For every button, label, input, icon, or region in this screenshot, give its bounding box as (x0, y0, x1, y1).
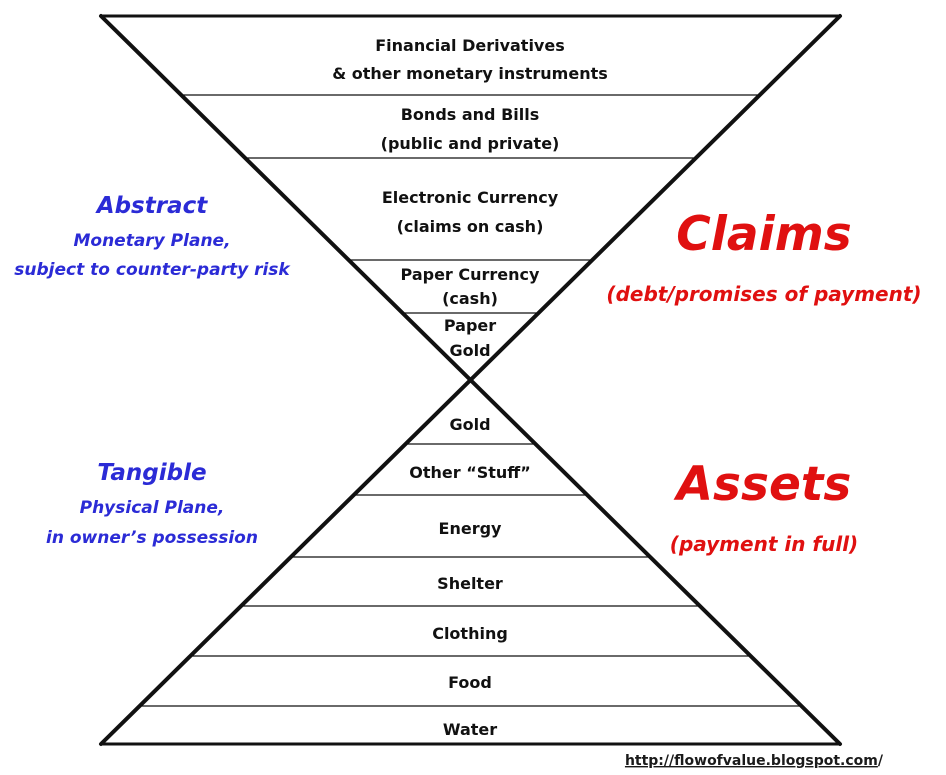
abstract-layer-label: & other monetary instruments (332, 64, 608, 83)
tangible-layer-label: Clothing (432, 624, 508, 643)
assets-annotation: Assets (payment in full) (670, 457, 858, 556)
abstract-layer-label: Paper (444, 316, 496, 335)
hourglass-outline (99, 14, 842, 746)
source-link[interactable]: http://flowofvalue.blogspot.com (625, 753, 878, 769)
claims-title: Claims (676, 207, 851, 262)
abstract-title: Abstract (95, 193, 208, 219)
tangible-layer-label: Water (443, 720, 497, 739)
abstract-subtitle-2: subject to counter-party risk (14, 260, 291, 280)
abstract-layer-label: Paper Currency (401, 265, 541, 284)
claims-subtitle: (debt/promises of payment) (606, 282, 921, 306)
abstract-layer-label: (claims on cash) (397, 217, 544, 236)
abstract-layer-label: (cash) (442, 289, 498, 308)
abstract-subtitle-1: Monetary Plane, (73, 231, 230, 251)
claims-annotation: Claims (debt/promises of payment) (606, 207, 921, 306)
abstract-layer-label: Electronic Currency (382, 188, 559, 207)
tangible-title: Tangible (97, 460, 206, 486)
abstract-layers: Financial Derivatives & other monetary in… (332, 36, 608, 360)
tangible-layer-label: Gold (449, 415, 490, 434)
svg-text:http://flowofvalue.blogspot.co: http://flowofvalue.blogspot.com/ (625, 753, 884, 769)
source-credit[interactable]: http://flowofvalue.blogspot.com/ (625, 753, 884, 769)
tangible-layer-label: Energy (439, 519, 503, 538)
tangible-layer-label: Shelter (437, 574, 503, 593)
tangible-layer-label: Other “Stuff” (409, 463, 531, 482)
tangible-annotation: Tangible Physical Plane, in owner’s poss… (46, 460, 258, 548)
abstract-layer-label: Bonds and Bills (401, 105, 540, 124)
abstract-layer-label: (public and private) (381, 134, 560, 153)
abstract-layer-label: Gold (449, 341, 490, 360)
source-link-suffix: / (878, 753, 884, 769)
abstract-layer-label: Financial Derivatives (375, 36, 564, 55)
abstract-annotation: Abstract Monetary Plane, subject to coun… (14, 193, 291, 280)
tangible-subtitle-1: Physical Plane, (80, 498, 225, 518)
assets-subtitle: (payment in full) (670, 532, 858, 556)
assets-title: Assets (673, 457, 852, 512)
tangible-subtitle-2: in owner’s possession (46, 528, 258, 548)
tangible-layer-label: Food (448, 673, 492, 692)
diagonal-line-ascending (99, 14, 842, 746)
